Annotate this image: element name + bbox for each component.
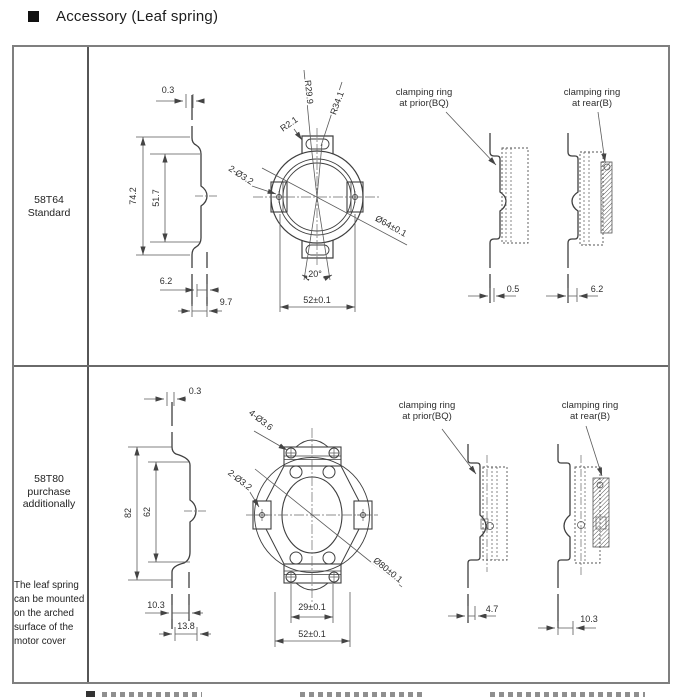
dim-outer-height-58t80: 82 <box>123 506 133 520</box>
dim-bottom-offset-58t80: 10.3 <box>146 600 166 610</box>
dim-top-gap-58t80: 0.3 <box>187 386 203 396</box>
clamp-prior-view-58t80 <box>441 428 508 623</box>
profile-view-58t64 <box>136 94 222 317</box>
model-variant: purchase <box>27 485 71 498</box>
dim-clamp-prior-58t80: 4.7 <box>484 604 500 614</box>
profile-view-58t80 <box>128 392 211 641</box>
callout-clamp-rear-58t80: clamping ring at rear(B) <box>562 400 619 422</box>
page-title: Accessory (Leaf spring) <box>56 8 219 25</box>
clamp-prior-view-58t64 <box>445 111 529 303</box>
dim-inner-height-58t64: 51.7 <box>151 188 161 208</box>
row-label-58t64: 58T64 Standard <box>12 194 86 220</box>
dim-bottom-width-58t80: 13.8 <box>176 621 196 631</box>
callout-line: at prior(BQ) <box>402 411 452 422</box>
ring-view-58t64 <box>248 69 408 312</box>
callout-line: clamping ring <box>398 400 456 411</box>
square-bullet-icon <box>28 11 39 22</box>
dim-width-58t64: 52±0.1 <box>302 295 332 305</box>
cutoff-text-remnant <box>490 692 645 697</box>
spec-table <box>12 45 670 684</box>
callout-line: clamping ring <box>563 87 621 98</box>
dim-outer-height-58t64: 74.2 <box>128 186 138 206</box>
clamp-rear-view-58t80 <box>538 425 610 635</box>
table-row-divider <box>14 365 668 367</box>
dim-angle-58t64: 20° <box>307 269 323 279</box>
note-line: on the arched <box>14 608 74 619</box>
note-line: The leaf spring <box>14 580 79 591</box>
callout-line: at rear(B) <box>571 98 613 109</box>
row-label-58t80: 58T80 purchase additionally <box>12 473 86 511</box>
model-variant-2: additionally <box>22 498 76 510</box>
note-line: motor cover <box>14 636 66 647</box>
callout-clamp-prior-58t64: clamping ring at prior(BQ) <box>396 87 453 109</box>
callout-clamp-prior-58t80: clamping ring at prior(BQ) <box>399 400 456 422</box>
note-line: surface of the <box>14 622 74 633</box>
mounting-note: The leaf spring can be mounted on the ar… <box>14 579 84 649</box>
model-name: 58T80 <box>34 473 64 485</box>
dim-inner-height-58t80: 62 <box>142 505 152 519</box>
dim-top-gap-58t64: 0.3 <box>160 85 176 95</box>
callout-line: clamping ring <box>561 400 619 411</box>
cutoff-text-remnant <box>300 692 425 697</box>
clamp-rear-view-58t64 <box>546 111 613 303</box>
dim-clamp-rear-58t64: 6.2 <box>589 284 605 294</box>
dim-bottom-offset-58t64: 6.2 <box>158 276 174 286</box>
model-variant: Standard <box>27 207 71 219</box>
model-name: 58T64 <box>34 194 64 206</box>
note-line: can be mounted <box>14 594 85 605</box>
dim-bottom-width-58t64: 9.7 <box>218 297 234 307</box>
callout-line: at rear(B) <box>569 411 611 422</box>
dim-clamp-rear-58t80: 10.3 <box>579 614 599 624</box>
page-header: Accessory (Leaf spring) <box>28 8 218 25</box>
dim-clamp-prior-58t64: 0.5 <box>505 284 521 294</box>
callout-line: at prior(BQ) <box>399 98 449 109</box>
dim-width-58t80: 52±0.1 <box>297 629 327 639</box>
callout-line: clamping ring <box>395 87 453 98</box>
ring-view-58t80 <box>246 428 403 647</box>
callout-clamp-rear-58t64: clamping ring at rear(B) <box>564 87 621 109</box>
table-column-divider <box>87 47 89 682</box>
cutoff-text-remnant <box>102 692 202 697</box>
dim-inner-width-58t80: 29±0.1 <box>297 602 327 612</box>
cutoff-text-remnant <box>86 691 95 697</box>
